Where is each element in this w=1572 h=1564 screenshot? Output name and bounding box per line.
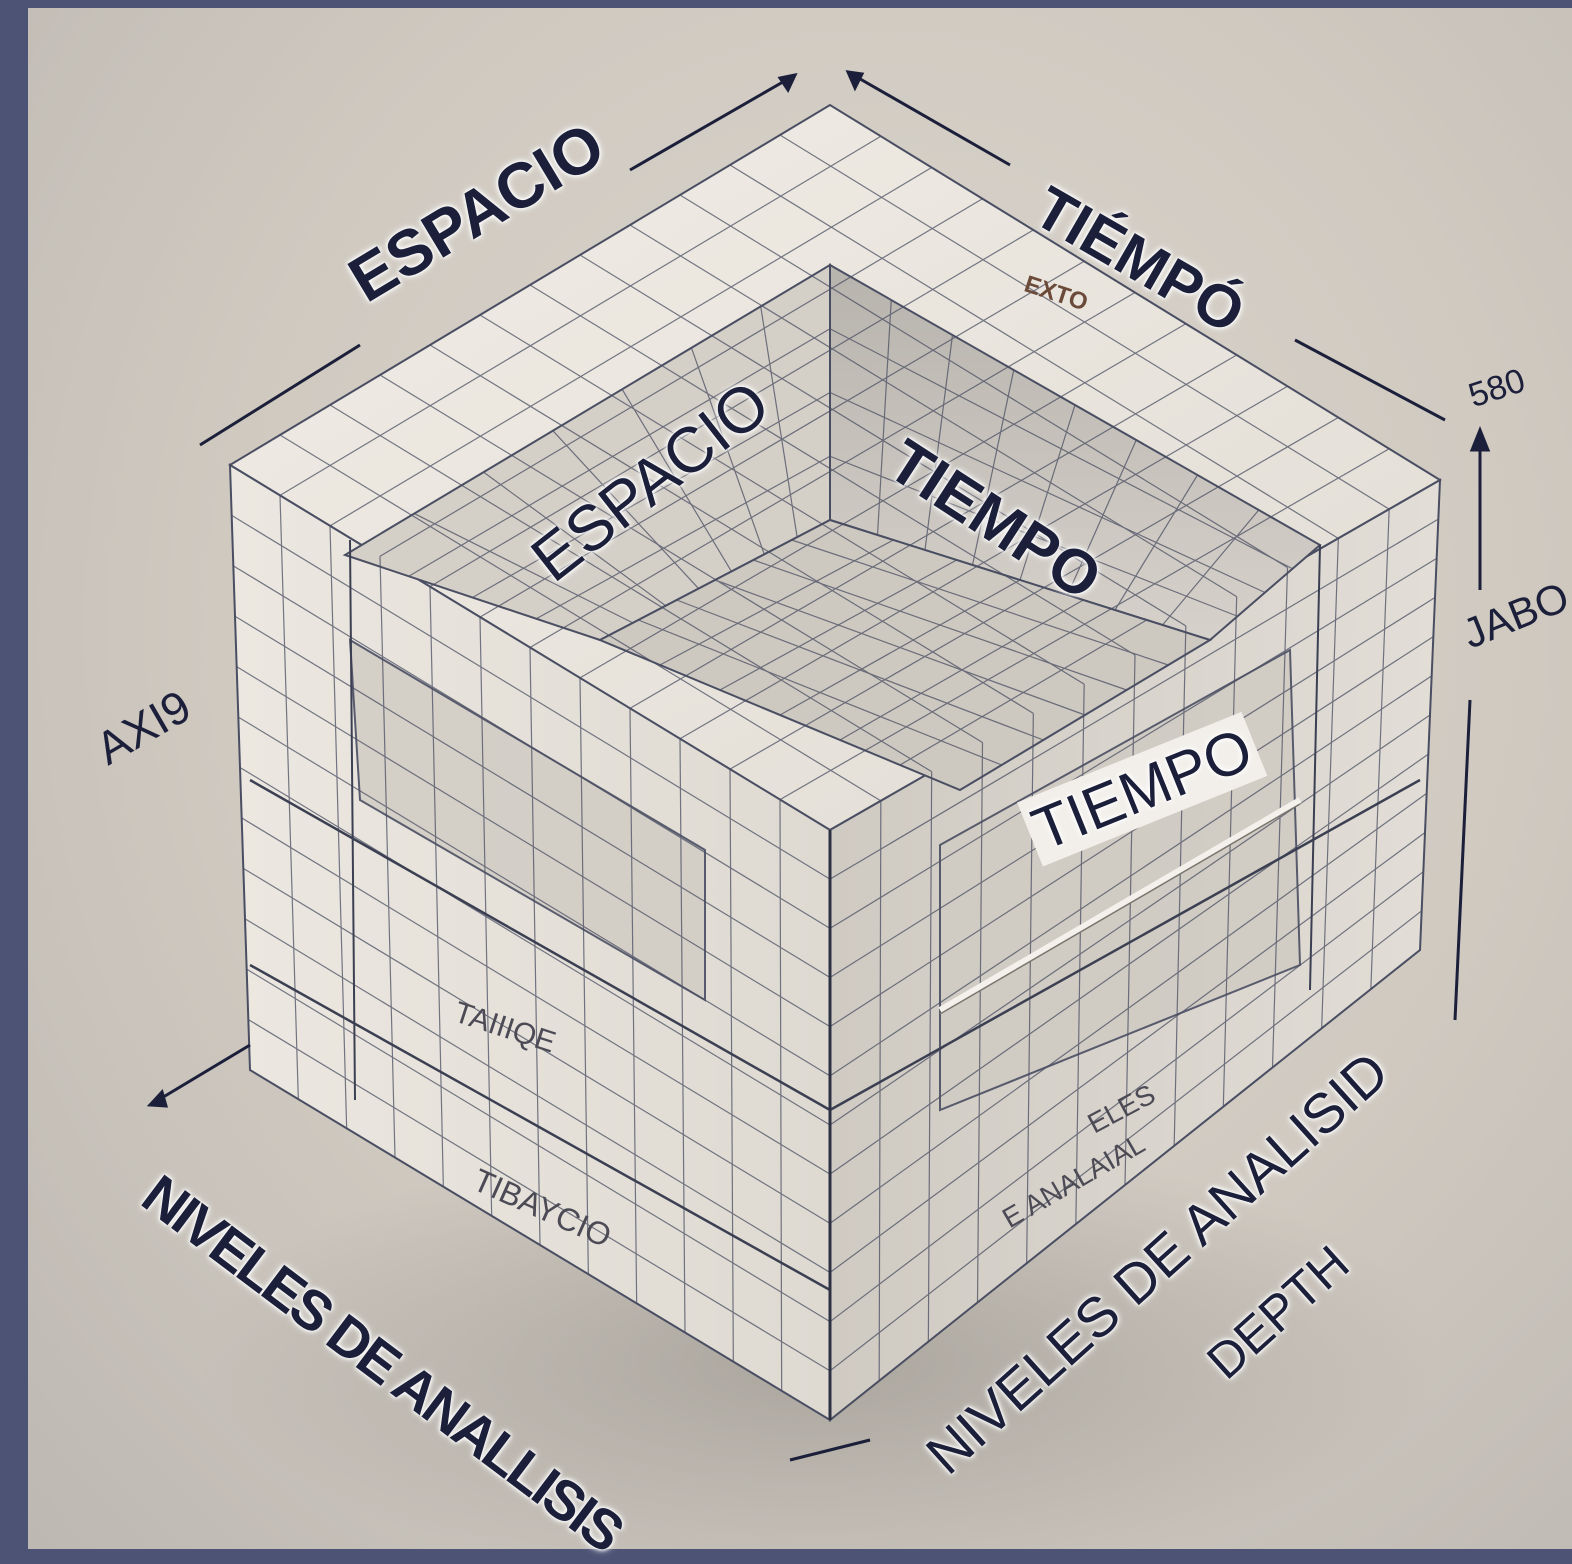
left-face-grid-line <box>233 565 831 929</box>
right-face-grid-line <box>829 753 1429 1175</box>
top-face-grid-line <box>629 354 1237 709</box>
cavity-floor-grid-line <box>899 619 1147 766</box>
right-face-grid-line <box>829 871 1424 1323</box>
cavity-floor-grid-line <box>719 559 957 691</box>
right-face-grid-line <box>829 636 1434 1028</box>
vertical-edge-right <box>1309 544 1321 991</box>
left-face-grid-line <box>248 1019 831 1372</box>
top-face-grid-line <box>279 135 882 496</box>
left-face-grid-line <box>244 918 831 1274</box>
tile-grid <box>231 134 1439 1391</box>
right-face-grid-line <box>829 792 1428 1224</box>
top-face-grid-line <box>529 291 1136 649</box>
cavity-left-grid-line <box>472 391 831 599</box>
left-face-grid-line <box>239 766 831 1126</box>
left-face-grid-line <box>241 817 831 1175</box>
cavity-floor-grid-line <box>659 539 894 666</box>
top-face-grid-line <box>429 229 1034 588</box>
dimension-arrows <box>146 70 1491 1462</box>
right-face-grid-line <box>829 910 1423 1372</box>
band-line-right <box>829 778 1421 1112</box>
vertical-edge-left <box>349 539 356 1101</box>
top-face-grid-line <box>729 416 1339 770</box>
right-face-grid-line <box>829 832 1426 1273</box>
top-frame-bar <box>0 0 1572 8</box>
shelf-line-shadow <box>939 803 1301 1015</box>
cavity-right-grid-line <box>829 328 1293 570</box>
top-face-grid-line <box>379 198 983 557</box>
top-face-grid-line <box>329 166 932 527</box>
cavity-floor-grid-line <box>779 579 1021 716</box>
left-face-grid-line <box>234 615 831 979</box>
band-line-left-lower <box>249 963 831 1292</box>
right-face-grid-line <box>829 714 1431 1126</box>
left-face-grid-line <box>236 666 831 1028</box>
left-face-grid-line <box>243 867 831 1224</box>
right-face-grid-line <box>829 675 1432 1077</box>
left-face-grid-line <box>246 968 831 1323</box>
left-face-grid-line <box>231 514 831 880</box>
top-face-grid-line <box>779 448 1390 801</box>
cavity-floor-grid-line <box>839 599 1084 741</box>
right-face-grid-line <box>829 557 1437 929</box>
cavity-left-grid-line <box>408 328 831 577</box>
cavity-right-grid-line <box>829 455 1238 617</box>
top-face-grid-line <box>579 323 1187 679</box>
shelf-line <box>938 797 1302 1013</box>
left-face-grid-line <box>238 716 831 1077</box>
top-face-grid-line <box>679 385 1288 740</box>
band-line-left-upper <box>249 778 831 1112</box>
cavity-left-grid-line <box>535 455 831 620</box>
cavity-right-grid-line <box>829 391 1266 594</box>
left-frame-bar <box>0 0 28 1549</box>
right-face-grid-line <box>829 518 1439 880</box>
